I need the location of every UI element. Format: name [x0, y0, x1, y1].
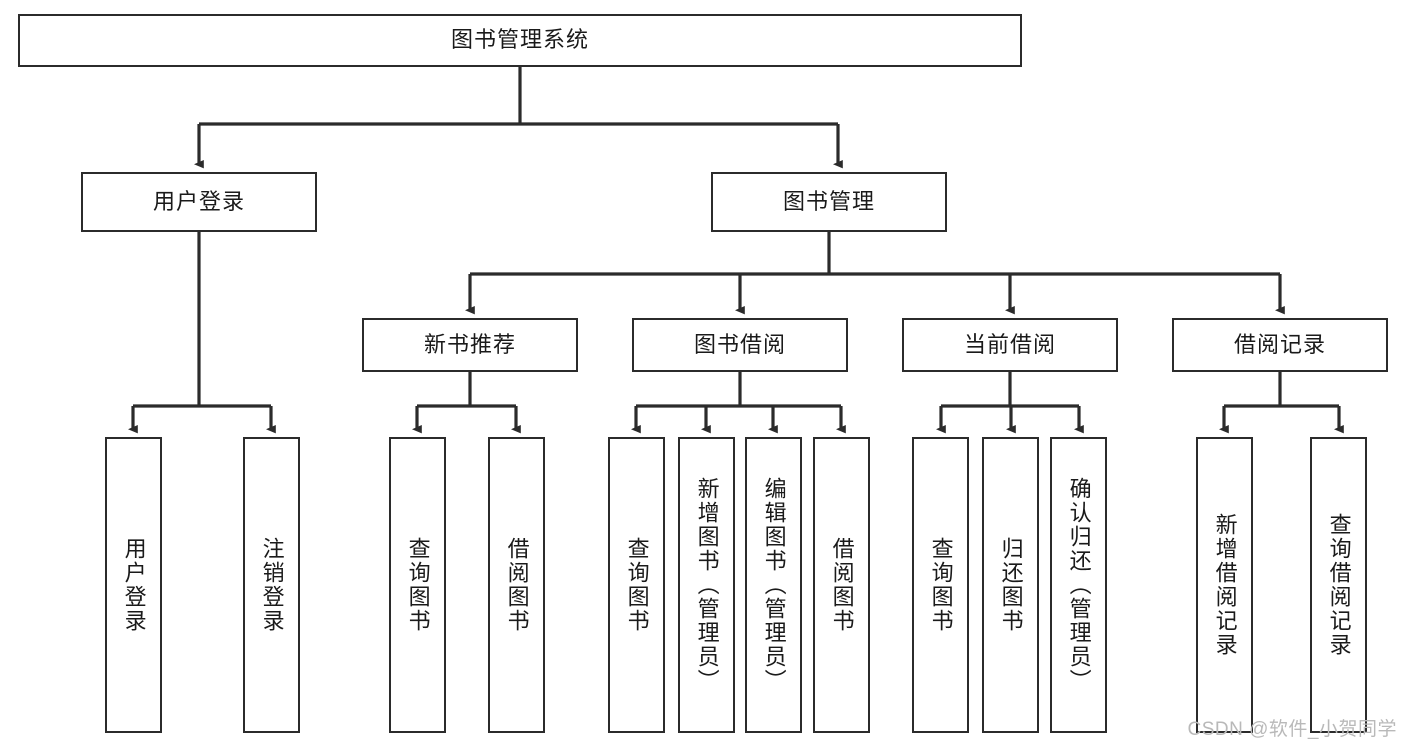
node-leaf-confirm-return[interactable]: 确认归还（管理员） [1050, 437, 1107, 733]
node-user-login-label: 用户登录 [152, 188, 245, 214]
node-leaf-edit-book-label: 编辑图书（管理员） [761, 477, 787, 693]
node-leaf-query-record-label: 查询借阅记录 [1326, 513, 1352, 657]
node-leaf-borrow-book-1[interactable]: 借阅图书 [488, 437, 545, 733]
node-leaf-query-book-3-label: 查询图书 [928, 537, 954, 633]
node-book-borrow-label: 图书借阅 [693, 331, 786, 357]
node-leaf-user-login[interactable]: 用户登录 [105, 437, 162, 733]
node-current-borrow[interactable]: 当前借阅 [902, 318, 1118, 372]
node-leaf-add-record-label: 新增借阅记录 [1212, 513, 1238, 657]
node-leaf-query-book-2-label: 查询图书 [624, 537, 650, 633]
node-leaf-logout[interactable]: 注销登录 [243, 437, 300, 733]
node-leaf-add-record[interactable]: 新增借阅记录 [1196, 437, 1253, 733]
node-leaf-return-book-label: 归还图书 [998, 537, 1024, 633]
csdn-watermark: CSDN @软件_小贺同学 [1187, 719, 1397, 740]
node-leaf-query-book-3[interactable]: 查询图书 [912, 437, 969, 733]
node-root[interactable]: 图书管理系统 [18, 14, 1022, 67]
node-leaf-user-login-label: 用户登录 [121, 537, 147, 633]
node-leaf-query-book-1[interactable]: 查询图书 [389, 437, 446, 733]
node-current-borrow-label: 当前借阅 [963, 331, 1056, 357]
node-leaf-confirm-return-label: 确认归还（管理员） [1066, 477, 1092, 693]
node-user-login[interactable]: 用户登录 [81, 172, 317, 232]
node-leaf-query-record[interactable]: 查询借阅记录 [1310, 437, 1367, 733]
node-root-label: 图书管理系统 [450, 27, 589, 53]
node-leaf-return-book[interactable]: 归还图书 [982, 437, 1039, 733]
node-leaf-query-book-1-label: 查询图书 [405, 537, 431, 633]
node-leaf-edit-book[interactable]: 编辑图书（管理员） [745, 437, 802, 733]
node-new-book-recommend-label: 新书推荐 [423, 331, 516, 357]
node-leaf-borrow-book-2[interactable]: 借阅图书 [813, 437, 870, 733]
node-borrow-record[interactable]: 借阅记录 [1172, 318, 1388, 372]
node-book-manage-label: 图书管理 [782, 188, 875, 214]
node-book-borrow[interactable]: 图书借阅 [632, 318, 848, 372]
node-leaf-borrow-book-2-label: 借阅图书 [829, 537, 855, 633]
node-borrow-record-label: 借阅记录 [1233, 331, 1326, 357]
node-new-book-recommend[interactable]: 新书推荐 [362, 318, 578, 372]
node-leaf-add-book[interactable]: 新增图书（管理员） [678, 437, 735, 733]
node-leaf-query-book-2[interactable]: 查询图书 [608, 437, 665, 733]
node-leaf-borrow-book-1-label: 借阅图书 [504, 537, 530, 633]
node-leaf-add-book-label: 新增图书（管理员） [694, 477, 720, 693]
node-leaf-logout-label: 注销登录 [259, 537, 285, 633]
node-book-manage[interactable]: 图书管理 [711, 172, 947, 232]
